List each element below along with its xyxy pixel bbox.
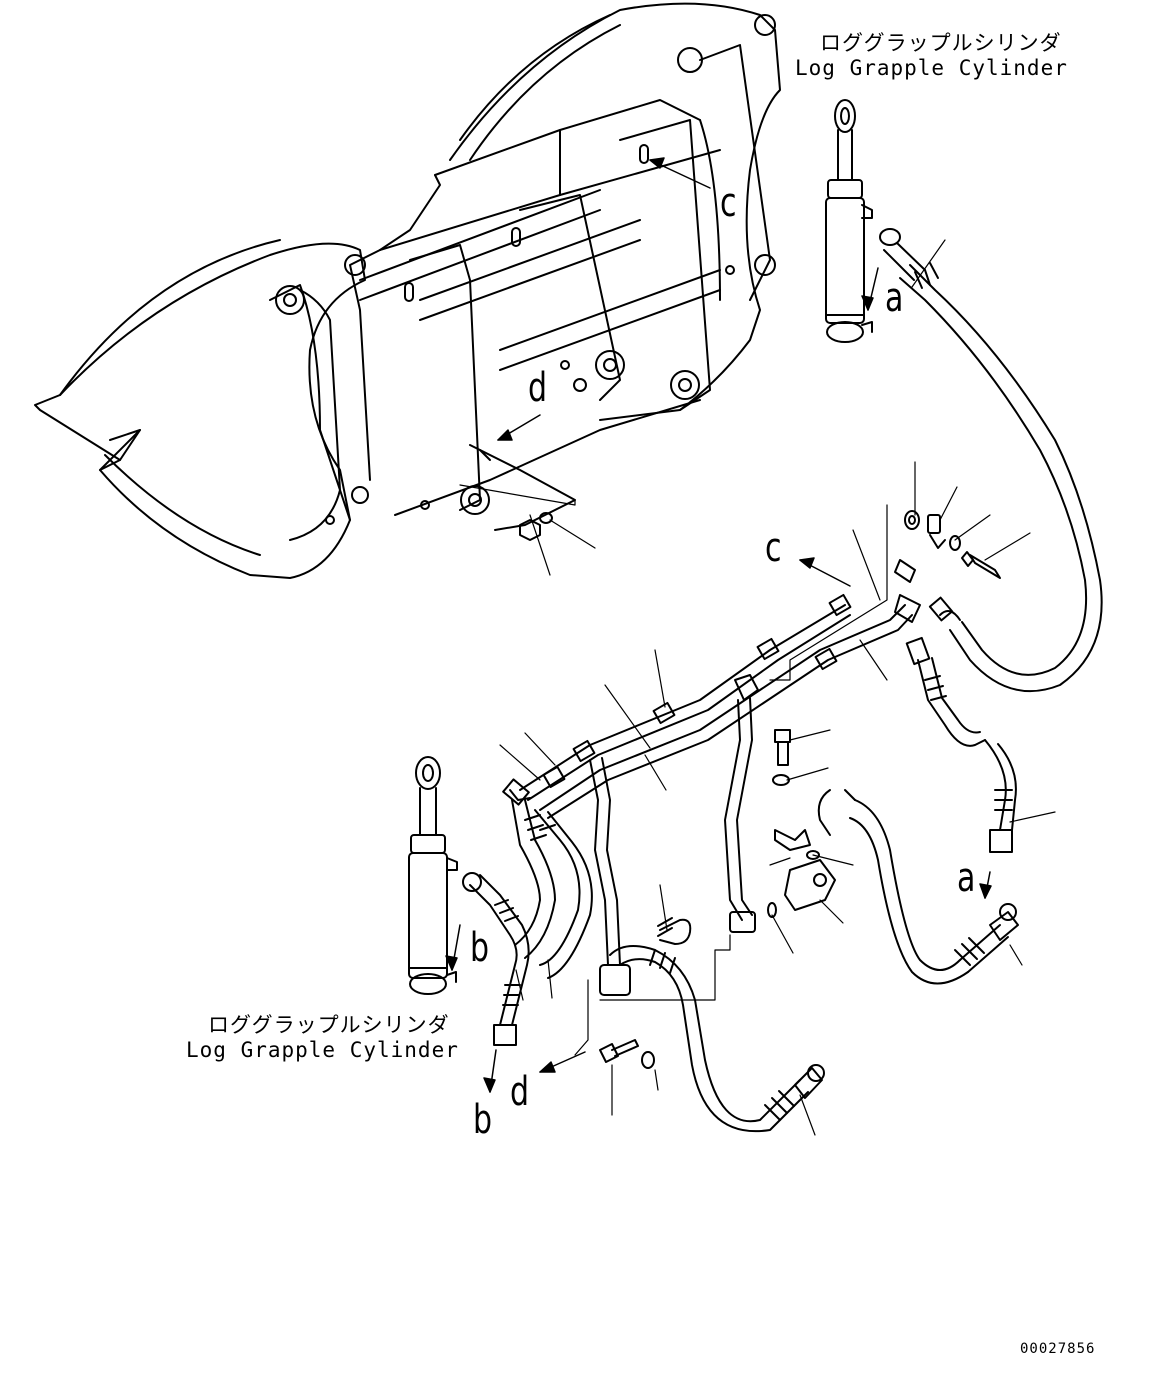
top-log-grapple-cylinder <box>825 99 873 343</box>
ref-c-middle: c <box>765 525 782 571</box>
drawing-number: 00027856 <box>1020 1341 1096 1357</box>
ref-b-top: b <box>470 925 490 971</box>
hose-lower-right-a <box>817 789 1019 985</box>
steel-tubes <box>519 593 921 1133</box>
leader-lines <box>459 239 1056 1136</box>
bottom-log-grapple-cylinder <box>408 756 458 995</box>
ref-b-bottom: b <box>473 1097 493 1143</box>
ref-d-top: d <box>528 365 548 411</box>
top-cylinder-label-jp: ロググラップルシリンダ <box>820 31 1062 55</box>
hose-top-right <box>879 228 1103 693</box>
small-hardware <box>519 510 1001 1069</box>
ref-a-top: a <box>885 275 904 321</box>
ref-c-top: c <box>720 180 737 226</box>
ref-a-bottom: a <box>957 855 976 901</box>
bottom-cylinder-label-jp: ロググラップルシリンダ <box>208 1013 450 1037</box>
bottom-cylinder-label-en: Log Grapple Cylinder <box>186 1038 459 1062</box>
reference-arrows <box>445 157 992 1093</box>
hoses-left <box>462 778 593 1046</box>
hose-right-lower <box>905 636 1017 853</box>
top-cylinder-label-en: Log Grapple Cylinder <box>795 56 1068 80</box>
ref-d-bottom: d <box>510 1069 530 1115</box>
grapple-bucket-assembly <box>34 2 781 579</box>
